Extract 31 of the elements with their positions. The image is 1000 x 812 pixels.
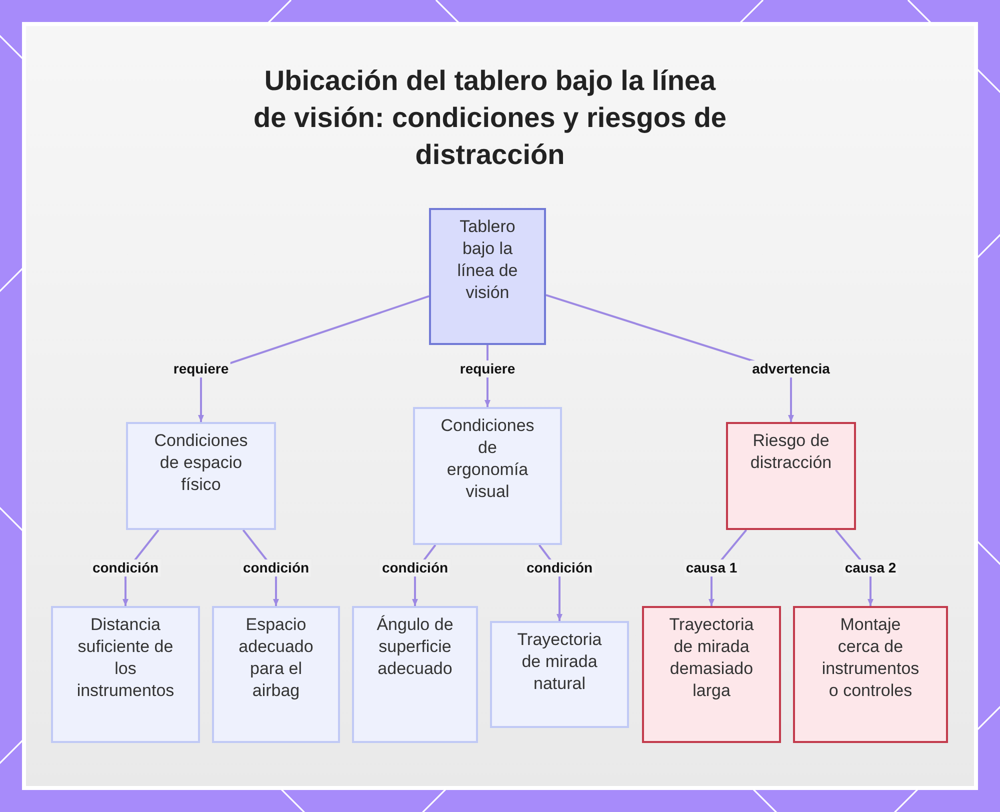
node-text: Montaje cerca de instrumentos o controles [820, 614, 920, 702]
edge-label: condición [240, 560, 312, 576]
risk-box [793, 606, 948, 743]
node-text: Riesgo de distracción [749, 430, 833, 474]
topic-box [429, 208, 546, 345]
risk-box [642, 606, 781, 743]
node-text: Trayectoria de mirada demasiado larga [668, 614, 755, 702]
condition-box [212, 606, 340, 743]
condition-box [352, 606, 478, 743]
node-text: Condiciones de ergonomía visual [440, 415, 536, 503]
connector-arrow [198, 295, 430, 422]
edge-label: requiere [458, 360, 518, 378]
edge-label: condición [90, 560, 161, 576]
edge-label: condición [380, 560, 450, 576]
edge-label: advertencia [750, 360, 832, 378]
edge-label: causa 1 [684, 560, 740, 576]
node-text: Ángulo de superficie adecuado [376, 614, 454, 680]
node-text: Trayectoria de mirada natural [516, 629, 603, 695]
node-text: Distancia suficiente de los instrumentos [76, 614, 176, 702]
edge-label: requiere [171, 360, 231, 378]
condition-box [51, 606, 200, 743]
edge-label: condición [524, 560, 595, 576]
condition-box [413, 407, 562, 545]
condition-box [490, 621, 629, 728]
node-text: Tablero bajo la línea de visión [456, 216, 519, 304]
condition-box [126, 422, 276, 530]
diagram-title: Ubicación del tablero bajo la línea de visión: condiciones y riesgos de distracción [252, 64, 728, 172]
risk-box [726, 422, 856, 530]
node-text: Condiciones de espacio físico [153, 430, 249, 496]
node-text: Espacio adecuado para el airbag [238, 614, 314, 702]
edge-label: causa 2 [842, 560, 898, 576]
